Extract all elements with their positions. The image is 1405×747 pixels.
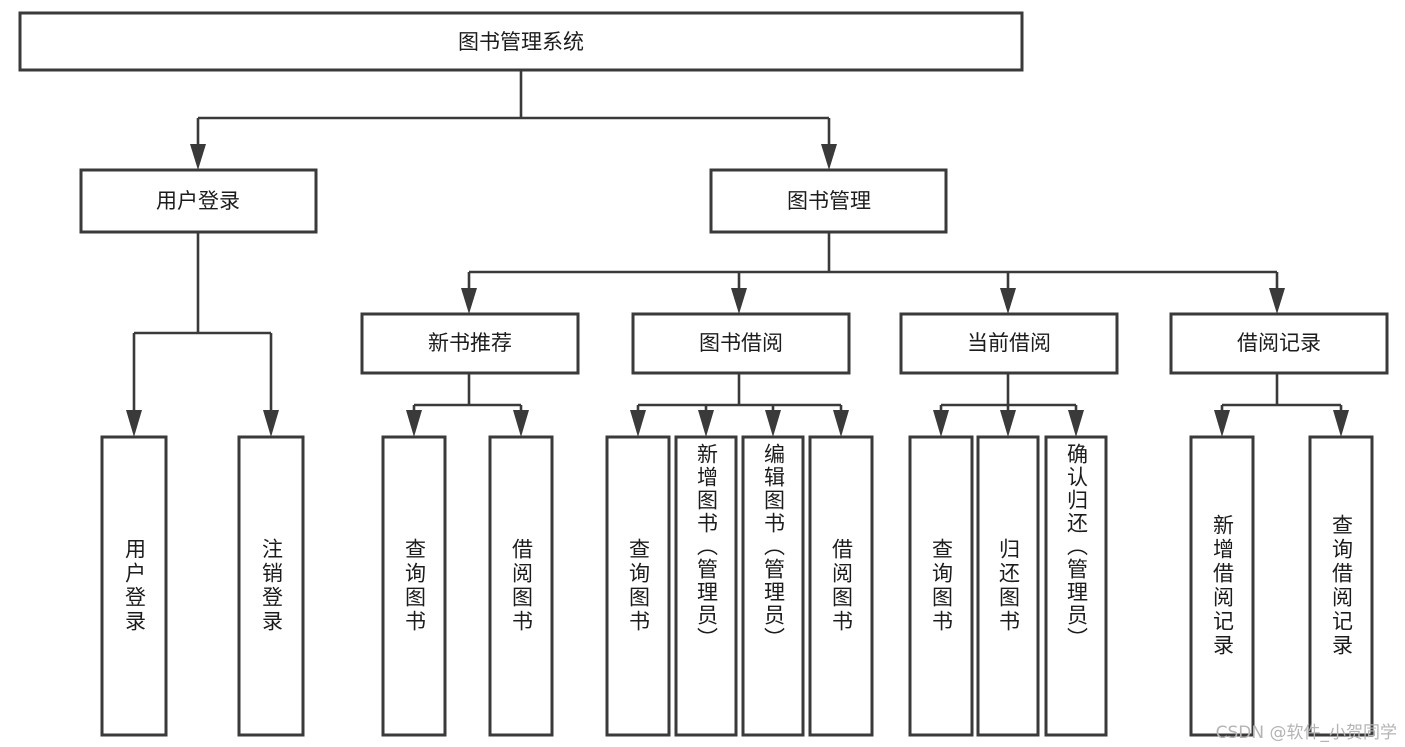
arrow-head-leaf-borrow-book-2 bbox=[833, 410, 849, 437]
arrow-head-leaf-query-book-1 bbox=[406, 410, 422, 437]
node-leaf-edit-book-box[interactable] bbox=[741, 435, 805, 737]
node-book-borrow-label: 图书借阅 bbox=[699, 331, 783, 355]
arrow-head-leaf-query-book-2 bbox=[630, 410, 646, 437]
node-leaf-add-book-box[interactable] bbox=[674, 435, 738, 737]
arrow-head-current-borrow bbox=[1000, 288, 1016, 314]
node-leaf-borrow-book-2-label: 借阅图书 bbox=[829, 538, 854, 634]
node-borrow-record[interactable]: 借阅记录 bbox=[1169, 312, 1389, 375]
arrow-head-leaf-query-book-3 bbox=[933, 410, 949, 437]
arrow-head-leaf-confirm-return bbox=[1068, 410, 1084, 437]
node-current-borrow-box[interactable] bbox=[899, 312, 1119, 375]
node-leaf-query-book-2-box[interactable] bbox=[605, 435, 671, 737]
node-leaf-query-book-2-label: 查询图书 bbox=[626, 538, 651, 634]
connector-group-current-borrow bbox=[933, 373, 1084, 437]
node-leaf-user-logout-label: 注销登录 bbox=[259, 538, 284, 634]
node-current-borrow[interactable]: 当前借阅 bbox=[899, 312, 1119, 375]
node-borrow-record-box[interactable] bbox=[1169, 312, 1389, 375]
arrow-head-leaf-borrow-book-1 bbox=[513, 410, 529, 437]
arrow-head-leaf-query-record bbox=[1333, 410, 1349, 437]
arrow-head-book-manage bbox=[821, 144, 837, 170]
node-leaf-return-book-label: 归还图书 bbox=[996, 538, 1021, 634]
node-leaf-user-logout-box[interactable] bbox=[237, 435, 305, 737]
arrow-head-leaf-add-record bbox=[1214, 410, 1230, 437]
node-root-box[interactable] bbox=[18, 11, 1024, 72]
node-leaf-user-login-box[interactable] bbox=[100, 435, 168, 737]
arrow-head-book-borrow bbox=[731, 288, 747, 314]
node-user-login-label: 用户登录 bbox=[156, 189, 240, 213]
node-leaf-add-record[interactable] bbox=[1189, 435, 1255, 737]
node-leaf-query-record-box[interactable] bbox=[1308, 435, 1374, 737]
node-leaf-add-record-box[interactable] bbox=[1189, 435, 1255, 737]
node-leaf-query-record-label: 查询借阅记录 bbox=[1329, 514, 1354, 658]
connector-group-user-login bbox=[126, 232, 279, 437]
node-leaf-user-login-label: 用户登录 bbox=[122, 538, 147, 634]
connector-group-borrow-record bbox=[1214, 373, 1349, 437]
node-leaf-query-book-1-box[interactable] bbox=[381, 435, 447, 737]
connector-group-new-book-rec bbox=[406, 373, 529, 437]
arrow-head-leaf-return-book bbox=[1000, 410, 1016, 437]
node-borrow-record-label: 借阅记录 bbox=[1237, 331, 1321, 355]
arrow-head-new-book-rec bbox=[461, 288, 477, 314]
node-leaf-query-book-3-box[interactable] bbox=[908, 435, 974, 737]
connector-group-root bbox=[190, 70, 837, 170]
node-leaf-return-book[interactable] bbox=[976, 435, 1040, 737]
node-leaf-confirm-return-box[interactable] bbox=[1044, 435, 1108, 737]
node-new-book-rec[interactable]: 新书推荐 bbox=[360, 312, 580, 375]
node-leaf-add-book[interactable] bbox=[674, 435, 738, 737]
arrow-head-leaf-edit-book bbox=[765, 410, 781, 437]
node-leaf-query-book-3-label: 查询图书 bbox=[929, 538, 954, 634]
node-new-book-rec-label: 新书推荐 bbox=[428, 331, 512, 355]
node-leaf-borrow-book-1-label: 借阅图书 bbox=[509, 538, 534, 634]
connector-group-book-borrow bbox=[630, 373, 849, 437]
node-leaf-confirm-return[interactable] bbox=[1044, 435, 1108, 737]
node-book-manage-label: 图书管理 bbox=[787, 189, 871, 213]
node-book-borrow-box[interactable] bbox=[631, 312, 851, 375]
node-leaf-query-book-1-label: 查询图书 bbox=[402, 538, 427, 634]
node-book-manage-box[interactable] bbox=[709, 168, 948, 234]
node-user-login[interactable]: 用户登录 bbox=[79, 168, 318, 234]
arrow-head-leaf-user-login bbox=[126, 410, 142, 437]
node-leaf-add-record-label: 新增借阅记录 bbox=[1210, 514, 1235, 658]
node-user-login-box[interactable] bbox=[79, 168, 318, 234]
node-root-label: 图书管理系统 bbox=[458, 30, 584, 54]
node-leaf-edit-book[interactable] bbox=[741, 435, 805, 737]
node-leaf-add-book-label: 新增图书（管理员） bbox=[694, 443, 719, 650]
node-new-book-rec-box[interactable] bbox=[360, 312, 580, 375]
arrow-head-leaf-add-book bbox=[698, 410, 714, 437]
node-book-borrow[interactable]: 图书借阅 bbox=[631, 312, 851, 375]
node-leaf-return-book-box[interactable] bbox=[976, 435, 1040, 737]
node-current-borrow-label: 当前借阅 bbox=[967, 331, 1051, 355]
arrow-head-borrow-record bbox=[1269, 288, 1285, 314]
node-leaf-confirm-return-label: 确认归还（管理员） bbox=[1064, 443, 1089, 650]
node-leaf-query-record[interactable] bbox=[1308, 435, 1374, 737]
node-leaf-query-book-2[interactable] bbox=[605, 435, 671, 737]
node-leaf-query-book-1[interactable] bbox=[381, 435, 447, 737]
node-leaf-borrow-book-1[interactable] bbox=[488, 435, 554, 737]
arrow-head-leaf-user-logout bbox=[263, 410, 279, 437]
node-leaf-user-logout[interactable] bbox=[237, 435, 305, 737]
node-leaf-borrow-book-1-box[interactable] bbox=[488, 435, 554, 737]
connector-group-book-manage bbox=[461, 232, 1285, 314]
node-leaf-edit-book-label: 编辑图书（管理员） bbox=[761, 443, 786, 650]
node-book-manage[interactable]: 图书管理 bbox=[709, 168, 948, 234]
node-leaf-borrow-book-2-box[interactable] bbox=[808, 435, 874, 737]
node-leaf-borrow-book-2[interactable] bbox=[808, 435, 874, 737]
node-leaf-user-login[interactable] bbox=[100, 435, 168, 737]
node-root[interactable]: 图书管理系统 bbox=[18, 11, 1024, 72]
node-leaf-query-book-3[interactable] bbox=[908, 435, 974, 737]
arrow-head-user-login bbox=[190, 144, 206, 170]
